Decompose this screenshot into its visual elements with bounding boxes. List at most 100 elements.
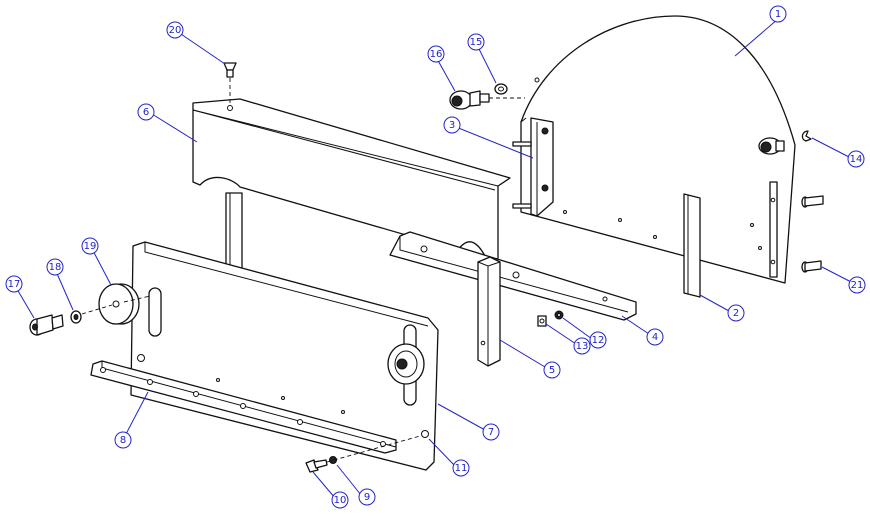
leader-18: [54, 268, 74, 311]
balloon-number: 20: [169, 25, 182, 36]
balloon-circle: [358, 488, 376, 506]
balloon-number: 19: [84, 241, 97, 252]
part-12-small-nut: [554, 310, 564, 320]
balloon-number: 7: [488, 427, 494, 438]
balloon-3: 3: [443, 116, 461, 134]
part-21-bolt-lower: [801, 260, 822, 273]
part-9-washer: [329, 456, 337, 464]
balloon-number: 1: [775, 9, 781, 20]
balloon-21: 21: [848, 276, 866, 294]
balloon-18: 18: [46, 258, 64, 276]
balloon-20: 20: [166, 21, 184, 39]
part-5-vertical-post: [477, 256, 501, 367]
balloon-circle: [452, 459, 470, 477]
leader-13: [545, 323, 577, 345]
leader-1: [734, 18, 779, 57]
balloon-number: 13: [576, 341, 589, 352]
balloon-number: 9: [364, 492, 370, 503]
part-19-large-disc: [81, 283, 151, 325]
balloon-number: 14: [850, 154, 863, 165]
balloon-circle: [847, 150, 865, 168]
balloon-circle: [589, 331, 607, 349]
balloon-circle: [467, 33, 485, 51]
part-16-knob: [449, 90, 525, 110]
balloon-13: 13: [573, 337, 591, 355]
part-4-angle-rail: [389, 231, 637, 321]
knob-on-plate: [758, 137, 785, 155]
balloon-circle: [331, 491, 349, 509]
balloon-10: 10: [331, 491, 349, 509]
balloon-circle: [427, 45, 445, 63]
leader-5: [499, 339, 546, 368]
leader-14: [811, 137, 850, 158]
leader-6: [151, 113, 198, 143]
leader-lines: [13, 18, 856, 499]
leader-12: [562, 317, 593, 340]
balloon-circle: [769, 5, 787, 23]
balloon-4: 4: [646, 328, 664, 346]
vertical-post-left: [225, 192, 243, 271]
balloon-number: 4: [652, 332, 658, 343]
balloon-circle: [543, 361, 561, 379]
balloon-15: 15: [467, 33, 485, 51]
balloon-8: 8: [114, 431, 132, 449]
balloon-number: 11: [455, 463, 468, 474]
balloon-circle: [166, 21, 184, 39]
leader-20: [174, 29, 226, 65]
balloon-17: 17: [5, 275, 23, 293]
part-10-screw: [305, 435, 421, 473]
balloon-circle: [848, 276, 866, 294]
balloon-5: 5: [543, 361, 561, 379]
balloon-circle: [443, 116, 461, 134]
balloon-circle: [81, 237, 99, 255]
balloon-19: 19: [81, 237, 99, 255]
part-18-washer: [70, 310, 82, 324]
balloon-number: 6: [143, 107, 149, 118]
leader-11: [428, 438, 456, 467]
leader-8: [125, 391, 149, 435]
balloon-number: 18: [49, 262, 62, 273]
part-3-stud-bracket: [512, 117, 554, 217]
part-8-bottom-strip: [90, 360, 397, 454]
leader-3: [455, 126, 534, 159]
leader-4: [621, 315, 650, 335]
balloon-14: 14: [847, 150, 865, 168]
leader-2: [699, 294, 730, 312]
balloon-circle: [137, 103, 155, 121]
balloon-circle: [573, 337, 591, 355]
balloon-number: 2: [733, 308, 739, 319]
balloon-number: 3: [449, 120, 455, 131]
balloon-circle: [482, 423, 500, 441]
part-1-half-round-plate: [520, 15, 796, 284]
balloon-circle: [727, 304, 745, 322]
balloon-circle: [646, 328, 664, 346]
balloon-number: 16: [430, 49, 443, 60]
balloon-12: 12: [589, 331, 607, 349]
leader-16: [435, 56, 456, 92]
balloon-number: 17: [8, 279, 21, 290]
balloon-2: 2: [727, 304, 745, 322]
leader-9: [336, 464, 362, 496]
part-21-bolt-upper: [801, 195, 824, 208]
part-13-small-bolt: [537, 315, 547, 327]
part-15-washer: [494, 83, 508, 95]
balloon-number: 15: [470, 37, 483, 48]
balloon-circle: [5, 275, 23, 293]
leader-10: [312, 471, 336, 499]
balloon-16: 16: [427, 45, 445, 63]
balloon-circle: [114, 431, 132, 449]
balloon-6: 6: [137, 103, 155, 121]
part-2-vertical-bracket: [683, 193, 701, 298]
balloon-number: 21: [851, 280, 864, 291]
part-17-shoulder-bolt: [29, 314, 64, 336]
leader-15: [476, 44, 497, 84]
part-20-top-screw: [223, 62, 237, 104]
balloon-number: 8: [120, 435, 126, 446]
balloon-circle: [46, 258, 64, 276]
balloon-number: 5: [549, 365, 555, 376]
part-14-clip: [801, 130, 812, 142]
balloon-7: 7: [482, 423, 500, 441]
balloon-1: 1: [769, 5, 787, 23]
leader-7: [437, 403, 486, 431]
